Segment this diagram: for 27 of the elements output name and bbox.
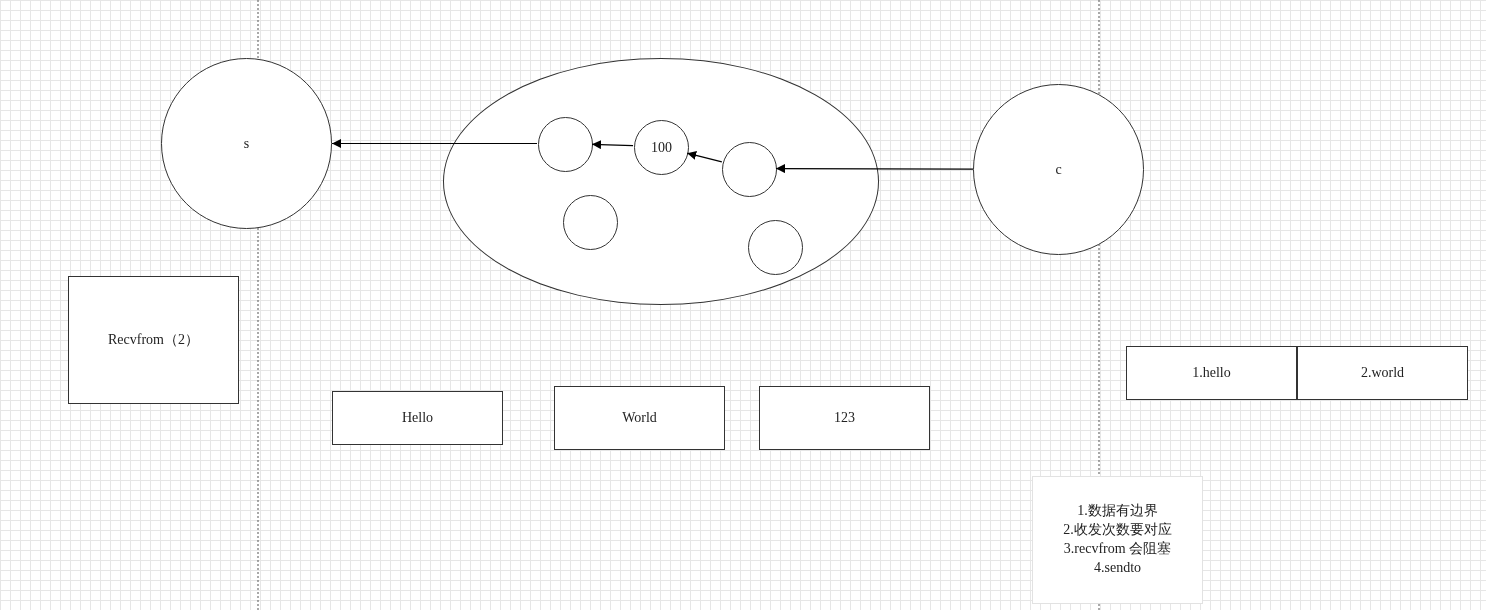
server-circle — [161, 58, 332, 229]
arrow — [591, 140, 634, 150]
message-box — [554, 386, 725, 450]
arrow — [686, 151, 723, 163]
message-box — [1297, 346, 1468, 400]
node-label: s — [243, 135, 250, 152]
process-box — [68, 276, 239, 404]
buffer-ellipse — [443, 58, 879, 305]
note-text: 4.sendto — [1093, 558, 1142, 577]
node-label: World — [622, 410, 657, 426]
note-text: 2.收发次数要对应 — [1063, 521, 1172, 540]
message-box — [759, 386, 930, 450]
node-label: 1.hello — [1192, 365, 1231, 381]
client-circle — [973, 84, 1144, 255]
node-label: 123 — [834, 410, 855, 426]
message-box — [1126, 346, 1297, 400]
arrow — [331, 139, 538, 148]
note-text: 1.数据有边界 — [1077, 502, 1158, 521]
node-label: 100 — [651, 139, 672, 156]
node-label: c — [1055, 161, 1062, 178]
arrow — [775, 164, 974, 174]
node-label: Hello — [401, 410, 434, 426]
node-label: Recvfrom（2） — [108, 331, 199, 349]
message-box — [332, 391, 503, 445]
note-box — [1032, 476, 1203, 604]
note-text: 3.recvfrom 会阻塞 — [1063, 540, 1172, 558]
node-label: 2.world — [1360, 365, 1405, 381]
